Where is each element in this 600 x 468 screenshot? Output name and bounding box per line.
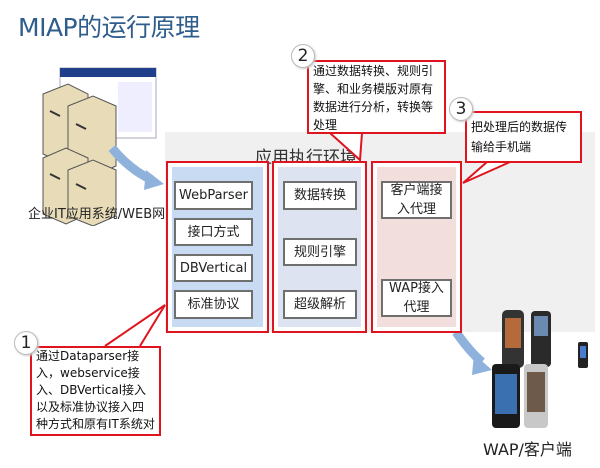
processing-column: 数据转换 规则引擎 超级解析 (272, 161, 367, 333)
super-parser-box: 超级解析 (283, 290, 357, 319)
rule-engine-box: 规则引擎 (283, 238, 357, 266)
standard-protocol-box: 标准协议 (174, 290, 253, 319)
interface-box: 接口方式 (174, 218, 253, 246)
source-system-label: 企业IT应用系统/WEB网站 (28, 207, 179, 222)
mobile-client-label: WAP/客户端 (483, 440, 572, 459)
client-proxy-box: 客户端接入代理 (381, 181, 452, 219)
callout-2-number: 2 (291, 44, 315, 68)
webparser-box: WebParser (174, 181, 253, 210)
dbvertical-box: DBVertical (174, 254, 253, 282)
callout-3: 把处理后的数据传输给手机端 (465, 111, 582, 163)
callout-2: 通过数据转换、规则引擎、和业务模版对原有数据进行分析，转换等处理 (307, 60, 446, 134)
callout-1: 通过Dataparser接入，webservice接入、DBVertical接入… (30, 346, 161, 436)
mobile-phones-icon (492, 310, 588, 428)
callout-3-number: 3 (449, 97, 473, 121)
data-conversion-box: 数据转换 (283, 181, 357, 210)
proxy-column: 客户端接入代理 WAP接入代理 (371, 161, 462, 333)
callout-1-number: 1 (14, 331, 38, 355)
server-icon (42, 67, 157, 226)
wap-proxy-box: WAP接入代理 (381, 279, 452, 317)
page-title: MIAP的运行原理 (18, 13, 200, 42)
access-column: WebParser 接口方式 DBVertical 标准协议 (166, 161, 269, 333)
